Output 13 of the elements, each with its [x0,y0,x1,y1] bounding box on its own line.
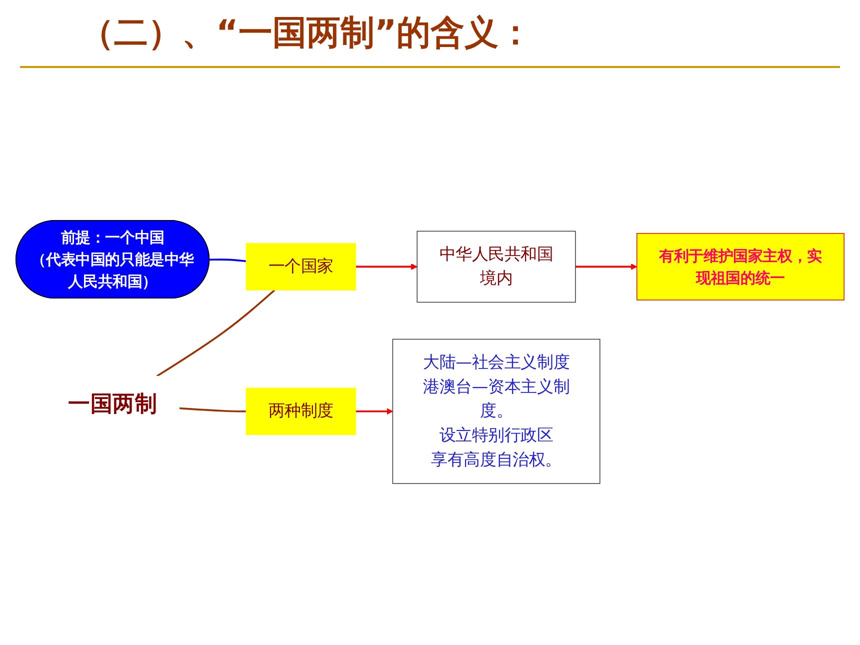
connector [179,407,246,412]
node-box: 中华人民共和国 境内 [416,230,576,303]
connector [156,289,276,378]
arrow [356,408,393,415]
node-text: 一国两制 [68,391,157,417]
node-box: 一个国家 [246,243,356,290]
slide-title: （二）、“一国两制”的含义： [20,0,840,68]
node-box: 有利于维护国家主权，实现祖国的统一 [636,233,844,300]
arrow [575,263,638,270]
node-box: 大陆—社会主义制度 港澳台—资本主义制度。 设立特别行政区 享有高度自治权。 [392,338,600,484]
node-box: 两种制度 [246,388,356,436]
connector [210,258,246,262]
arrow [356,263,418,270]
